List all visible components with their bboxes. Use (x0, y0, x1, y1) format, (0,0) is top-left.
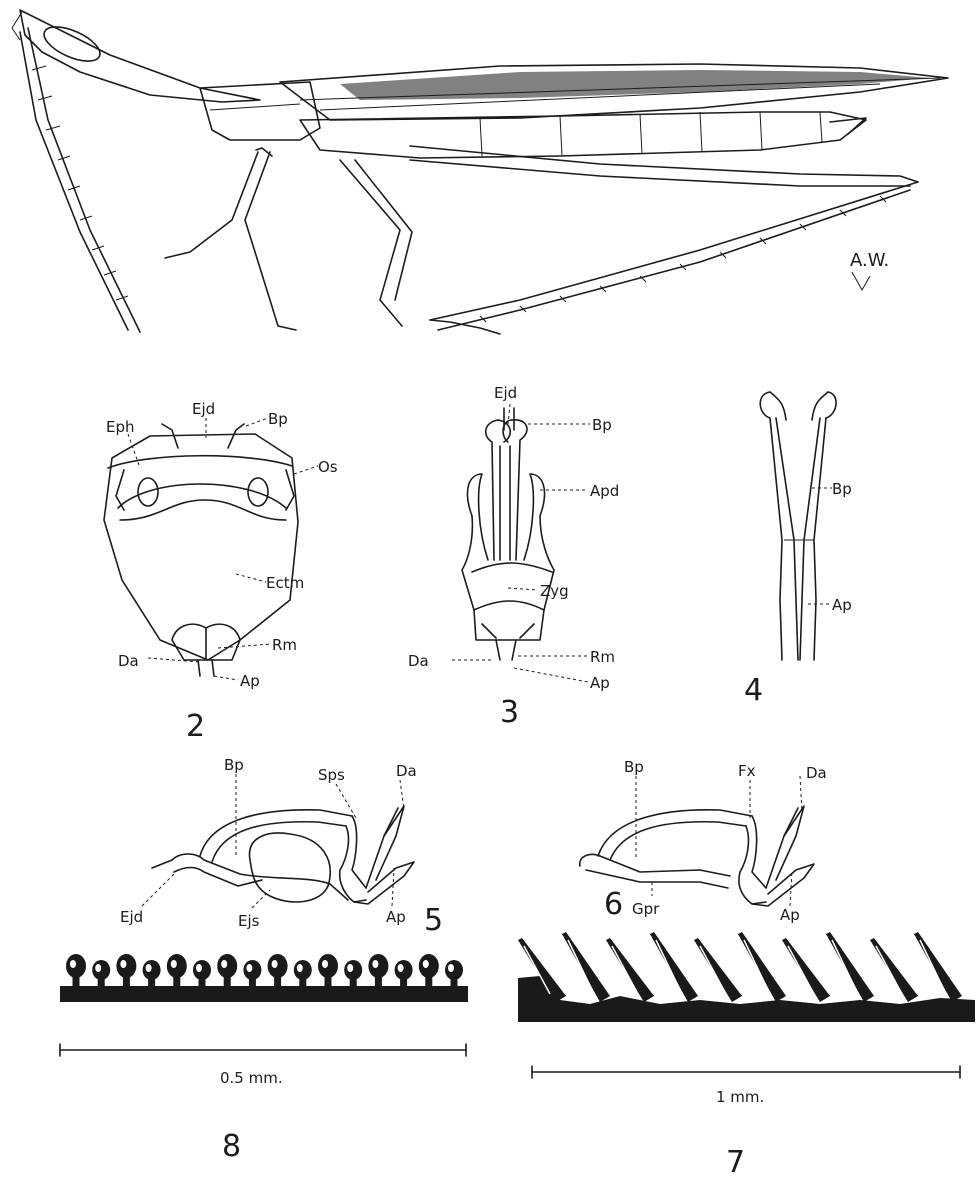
fig2-label-os: Os (318, 458, 338, 476)
fig3-label-apd: Apd (590, 482, 619, 500)
fig6-label-fx: Fx (738, 762, 756, 780)
fig8-number: 8 (222, 1129, 241, 1164)
fig4-number: 4 (744, 673, 763, 708)
figure-3 (462, 408, 554, 660)
figure-5-leaders (142, 774, 404, 908)
figure-4-leaders (808, 488, 832, 604)
granule (368, 954, 388, 988)
fig6-label-ap: Ap (780, 906, 800, 924)
figure-8-specimen (60, 954, 468, 1002)
spine (826, 932, 874, 1002)
fig6-label-da: Da (806, 764, 827, 782)
fig3-label-da: Da (408, 652, 429, 670)
spine (782, 938, 830, 1002)
fig7-scale-label: 1 mm. (716, 1088, 764, 1106)
figure-7-scale-bar (532, 1066, 960, 1078)
fig3-number: 3 (500, 695, 519, 730)
figure-8-scale-bar (60, 1044, 466, 1056)
fig8-scale-label: 0.5 mm. (220, 1069, 283, 1087)
spine (562, 932, 610, 1002)
fig4-label-bp: Bp (832, 480, 852, 498)
figure-2 (104, 424, 298, 676)
granule (294, 960, 312, 988)
spine (694, 938, 742, 1002)
fig3-label-ejd: Ejd (494, 384, 517, 402)
granule (116, 954, 136, 988)
granule (143, 960, 161, 988)
spine (870, 938, 918, 1002)
fig5-number: 5 (424, 903, 443, 938)
grasshopper-drawing (12, 10, 948, 334)
granule (268, 954, 288, 988)
fig2-label-ap: Ap (240, 672, 260, 690)
granule (419, 954, 439, 988)
fig3-label-rm: Rm (590, 648, 615, 666)
fig2-label-eph: Eph (106, 418, 135, 436)
fig2-label-rm: Rm (272, 636, 297, 654)
granule (344, 960, 362, 988)
figure-5 (152, 806, 414, 904)
fig7-number: 7 (726, 1145, 745, 1180)
spine (914, 932, 962, 1002)
granule (243, 960, 261, 988)
signature-flourish (852, 272, 870, 290)
granule (167, 954, 187, 988)
fig5-label-da: Da (396, 762, 417, 780)
granule (318, 954, 338, 988)
fig5-label-sps: Sps (318, 766, 345, 784)
spine (606, 938, 654, 1002)
fig3-label-bp: Bp (592, 416, 612, 434)
granule (66, 954, 86, 988)
spine (650, 932, 698, 1002)
fig6-number: 6 (604, 887, 623, 922)
figure-4 (760, 392, 836, 660)
fig5-label-ejs: Ejs (238, 912, 260, 930)
fig2-label-ejd: Ejd (192, 400, 215, 418)
fig3-label-ap: Ap (590, 674, 610, 692)
granule (193, 960, 211, 988)
fig6-label-gpr: Gpr (632, 900, 660, 918)
fig4-label-ap: Ap (832, 596, 852, 614)
fig5-label-ap: Ap (386, 908, 406, 926)
granule (217, 954, 237, 988)
granule (395, 960, 413, 988)
fig6-label-bp: Bp (624, 758, 644, 776)
fig2-label-da: Da (118, 652, 139, 670)
fig2-label-bp: Bp (268, 410, 288, 428)
fig3-label-zyg: Zyg (540, 582, 569, 600)
fig2-label-ectm: Ectm (266, 574, 304, 592)
spine (738, 932, 786, 1002)
fig2-number: 2 (186, 709, 205, 744)
fig5-label-ejd: Ejd (120, 908, 143, 926)
granule (445, 960, 463, 988)
granule (92, 960, 110, 988)
fig5-label-bp: Bp (224, 756, 244, 774)
figure-7-specimen (518, 932, 975, 1022)
signature: A.W. (850, 250, 889, 271)
